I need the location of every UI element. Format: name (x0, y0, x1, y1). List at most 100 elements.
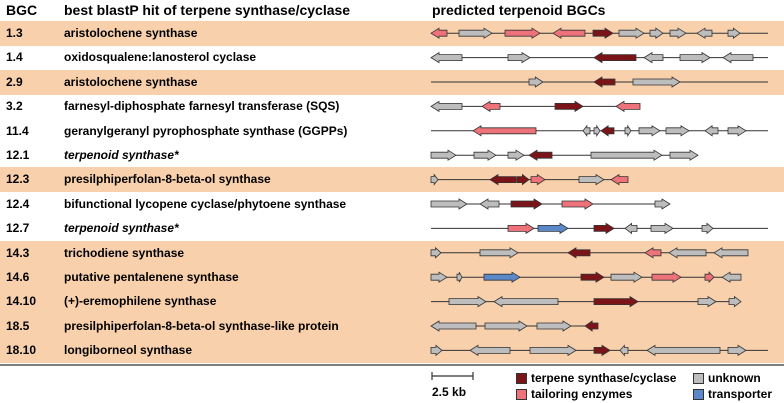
unknown-gene-arrow (493, 295, 559, 308)
unknown-gene-arrow (704, 125, 719, 137)
unknown-gene-arrow (430, 173, 439, 186)
unknown-gene-arrow (679, 51, 711, 64)
unknown-gene-arrow (448, 295, 487, 308)
unknown-gene-arrow (536, 320, 572, 332)
unknown-gene-arrow (456, 272, 463, 283)
tailoring-enzyme-gene-arrow (504, 27, 541, 39)
unknown-gene-arrow (528, 76, 544, 88)
unknown-gene-arrow (458, 27, 493, 39)
unknown-gene-arrow (430, 198, 468, 210)
blastp-hit-label: bifunctional lycopene cyclase/phytoene s… (64, 196, 347, 211)
unknown-gene-arrow (610, 271, 643, 283)
blastp-hit-label: aristolochene synthase (64, 26, 198, 40)
unknown-gene-arrow (696, 27, 713, 39)
bgc-id: 14.6 (6, 270, 30, 284)
transporter-gene-arrow (483, 271, 521, 283)
tailoring-enzyme-gene-arrow (651, 271, 682, 283)
unknown-gene-arrow (722, 51, 754, 64)
terpene-synthase-gene-arrow (584, 320, 599, 332)
terpene-synthase-gene-arrow (592, 27, 614, 39)
bgc-id: 14.3 (6, 245, 30, 260)
tailoring-enzyme-gene-arrow (552, 27, 586, 39)
unknown-gene-arrow (665, 125, 690, 137)
terpene-synthase-gene-arrow (593, 222, 615, 235)
legend-swatch-unknown (693, 373, 704, 384)
unknown-gene-arrow (727, 27, 741, 40)
blastp-hit-label: putative pentalenene synthase (64, 270, 239, 284)
unknown-gene-arrow (713, 247, 749, 259)
legend-label-terpene: terpene synthase/cyclase (531, 371, 677, 385)
unknown-gene-arrow (650, 222, 674, 235)
unknown-gene-arrow (632, 76, 681, 88)
unknown-gene-arrow (578, 173, 605, 186)
unknown-gene-arrow (727, 344, 747, 357)
unknown-gene-arrow (624, 124, 632, 138)
blastp-hit-label: terpenoid synthase* (64, 148, 179, 162)
tailoring-enzyme-gene-arrow (644, 247, 662, 259)
bgc-id: 12.4 (6, 196, 30, 211)
unknown-gene-arrow (484, 320, 528, 332)
unknown-gene-arrow (721, 271, 742, 283)
tailoring-enzyme-gene-arrow (430, 27, 448, 39)
bgc-id: 1.4 (6, 50, 23, 65)
unknown-gene-arrow (649, 27, 664, 39)
legend-swatch-tailoring (516, 389, 527, 400)
unknown-gene-arrow (507, 51, 531, 64)
tailoring-enzyme-gene-arrow (472, 125, 537, 137)
legend-label-tailoring: tailoring enzymes (531, 387, 633, 401)
tailoring-enzyme-gene-arrow (507, 222, 535, 235)
blastp-hit-label: presilphiperfolan-8-beta-ol synthase (64, 172, 271, 187)
terpene-synthase-gene-arrow (593, 344, 611, 357)
legend-swatch-transporter (693, 389, 704, 400)
terpene-synthase-gene-arrow (593, 51, 637, 64)
unknown-gene-arrow (669, 27, 687, 39)
unknown-gene-arrow (430, 320, 477, 332)
unknown-gene-arrow (430, 271, 448, 283)
unknown-gene-arrow (507, 149, 525, 161)
legend-swatch-terpene (516, 373, 527, 384)
row-highlight (0, 167, 784, 193)
blastp-hit-label: trichodiene synthase (64, 245, 185, 260)
bgc-id: 12.1 (6, 148, 30, 162)
bgc-id: 1.3 (6, 26, 23, 40)
terpene-synthase-gene-arrow (528, 149, 553, 161)
bgc-id: 14.10 (6, 294, 37, 309)
unknown-gene-arrow (619, 344, 629, 357)
unknown-gene-arrow (618, 27, 645, 39)
tailoring-enzyme-gene-arrow (610, 173, 629, 186)
unknown-gene-arrow (646, 344, 721, 357)
bgc-id: 11.4 (6, 123, 29, 138)
terpene-synthase-gene-arrow (593, 295, 639, 308)
unknown-gene-arrow (624, 222, 638, 235)
unknown-gene-arrow (697, 295, 717, 308)
bgc-id: 18.5 (6, 318, 30, 333)
unknown-gene-arrow (727, 125, 747, 137)
blastp-hit-label: aristolochene synthase (64, 74, 198, 89)
blastp-hit-label: geranylgeranyl pyrophosphate synthase (G… (64, 123, 348, 138)
bgc-id: 3.2 (6, 99, 23, 114)
terpene-synthase-gene-arrow (510, 198, 543, 210)
bgc-id: 12.3 (6, 172, 30, 187)
unknown-gene-arrow (479, 198, 500, 210)
unknown-gene-arrow (593, 124, 601, 138)
unknown-gene-arrow (590, 149, 663, 161)
bgc-id: 12.7 (6, 221, 30, 236)
terpene-synthase-gene-arrow (554, 100, 584, 113)
blastp-hit-label: terpenoid synthase* (64, 221, 179, 236)
unknown-gene-arrow (643, 51, 664, 64)
row-highlight (0, 313, 784, 339)
header-bgc: BGC (6, 2, 38, 18)
blastp-hit-label: presilphiperfolan-8-beta-ol synthase-lik… (64, 318, 339, 333)
header-predicted-bgcs: predicted terpenoid BGCs (432, 2, 606, 18)
unknown-gene-arrow (638, 125, 661, 137)
unknown-gene-arrow (479, 247, 519, 259)
terpene-synthase-gene-arrow (600, 125, 615, 137)
blastp-hit-label: oxidosqualene:lanosterol cyclase (64, 50, 257, 65)
tailoring-enzyme-gene-arrow (530, 173, 546, 186)
unknown-gene-arrow (430, 51, 463, 64)
tailoring-enzyme-gene-arrow (704, 271, 715, 284)
terpene-synthase-gene-arrow (593, 76, 616, 88)
unknown-gene-arrow (469, 344, 511, 357)
